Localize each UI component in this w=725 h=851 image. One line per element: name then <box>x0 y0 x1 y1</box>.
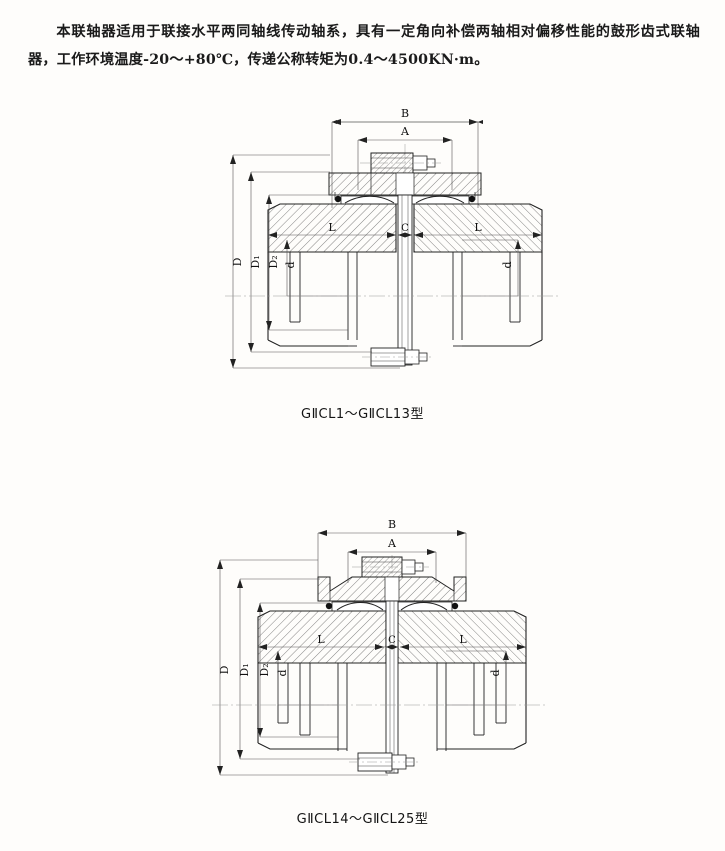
dimension-L-C-L <box>258 644 526 650</box>
o-ring-seal-left <box>325 602 333 610</box>
dimension-label-L-right: L <box>474 221 482 234</box>
dimension-label-C: C <box>401 223 409 234</box>
intro-paragraph: 本联轴器适用于联接水平两同轴线传动轴系，具有一定角向补偿两轴相对偏移性能的鼓形齿… <box>28 24 700 68</box>
o-ring-seal-right <box>451 602 459 610</box>
dimension-D2 <box>257 602 338 738</box>
dimension-D2 <box>266 194 348 331</box>
dimension-label-D: D <box>231 257 244 266</box>
dimension-D <box>230 154 400 369</box>
dimension-label-d-left: d <box>284 261 297 268</box>
figure-2-drawing: B A <box>212 518 548 776</box>
dimension-label-d-left: d <box>276 669 289 676</box>
bolt-assembly-bottom <box>349 752 421 772</box>
o-ring-seal-right <box>468 195 476 203</box>
flange-sleeve-top <box>317 576 467 602</box>
dimension-label-D1: D₁ <box>238 663 251 676</box>
figure-1-caption: GⅡCL1～GⅡCL13型 <box>301 407 424 422</box>
dimension-D1 <box>237 578 360 760</box>
dimension-label-D2: D₂ <box>258 663 271 676</box>
center-web <box>397 194 413 366</box>
dimension-label-L-left: L <box>328 221 336 234</box>
dimension-label-D1: D₁ <box>249 255 262 268</box>
dimension-D1 <box>248 171 372 353</box>
dimension-D <box>217 559 388 776</box>
center-web <box>385 600 399 774</box>
dimension-A <box>347 549 437 583</box>
o-ring-seal-left <box>334 195 342 203</box>
hub-body-left-top <box>267 203 397 253</box>
gear-teeth-top <box>334 192 476 205</box>
figure-1: B A <box>0 100 725 430</box>
dimension-L-C-L <box>268 232 542 238</box>
shaft-bores <box>257 663 527 751</box>
bolt-assembly-top <box>360 152 441 174</box>
dimension-label-D2: D₂ <box>267 255 280 268</box>
flange-sleeve-top <box>328 172 482 196</box>
dimension-label-B: B <box>401 107 409 120</box>
dimension-label-L-left: L <box>317 633 325 646</box>
intro-paragraph-block: 本联轴器适用于联接水平两同轴线传动轴系，具有一定角向补偿两轴相对偏移性能的鼓形齿… <box>28 18 700 74</box>
dimension-label-d-right: d <box>489 669 502 676</box>
bolt-assembly-bottom <box>362 347 434 367</box>
dimension-label-B: B <box>388 518 396 531</box>
figure-2: B A <box>0 505 725 835</box>
dimension-label-C: C <box>388 635 396 646</box>
dimension-label-D: D <box>218 665 231 674</box>
gear-teeth-top <box>325 601 459 612</box>
dimension-label-A: A <box>400 125 410 138</box>
bolt-assembly-top <box>352 556 429 578</box>
dimension-label-d-right: d <box>501 261 514 268</box>
figure-2-caption: GⅡCL14～GⅡCL25型 <box>296 812 429 827</box>
figure-1-drawing: B A <box>225 107 560 369</box>
dimension-label-L-right: L <box>459 633 467 646</box>
dimension-B <box>331 119 484 208</box>
dimension-label-A: A <box>387 537 397 550</box>
